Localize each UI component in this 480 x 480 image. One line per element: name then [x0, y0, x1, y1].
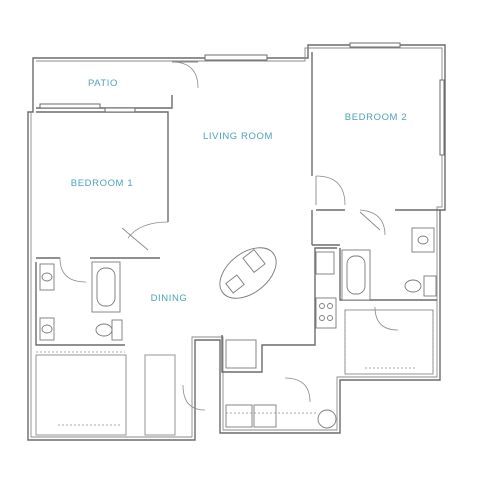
- kitchen-island: [219, 247, 277, 299]
- room-label-bedroom-2: BEDROOM 2: [344, 112, 408, 123]
- room-label-living-room: LIVING ROOM: [203, 131, 273, 142]
- windows: [104, 42, 445, 156]
- bathroom-2: [339, 227, 437, 301]
- room-label-bedroom-1: BEDROOM 1: [70, 178, 134, 189]
- doors: [59, 61, 399, 411]
- kitchen: [221, 247, 337, 429]
- room-label-patio: PATIO: [87, 78, 119, 89]
- closets: [35, 309, 434, 436]
- patio-walls: [36, 95, 173, 109]
- room-label-dining: DINING: [150, 293, 188, 304]
- bedroom-1-walls: [36, 111, 169, 259]
- bedroom-2-walls: [311, 52, 440, 246]
- bathroom-1: [35, 261, 125, 353]
